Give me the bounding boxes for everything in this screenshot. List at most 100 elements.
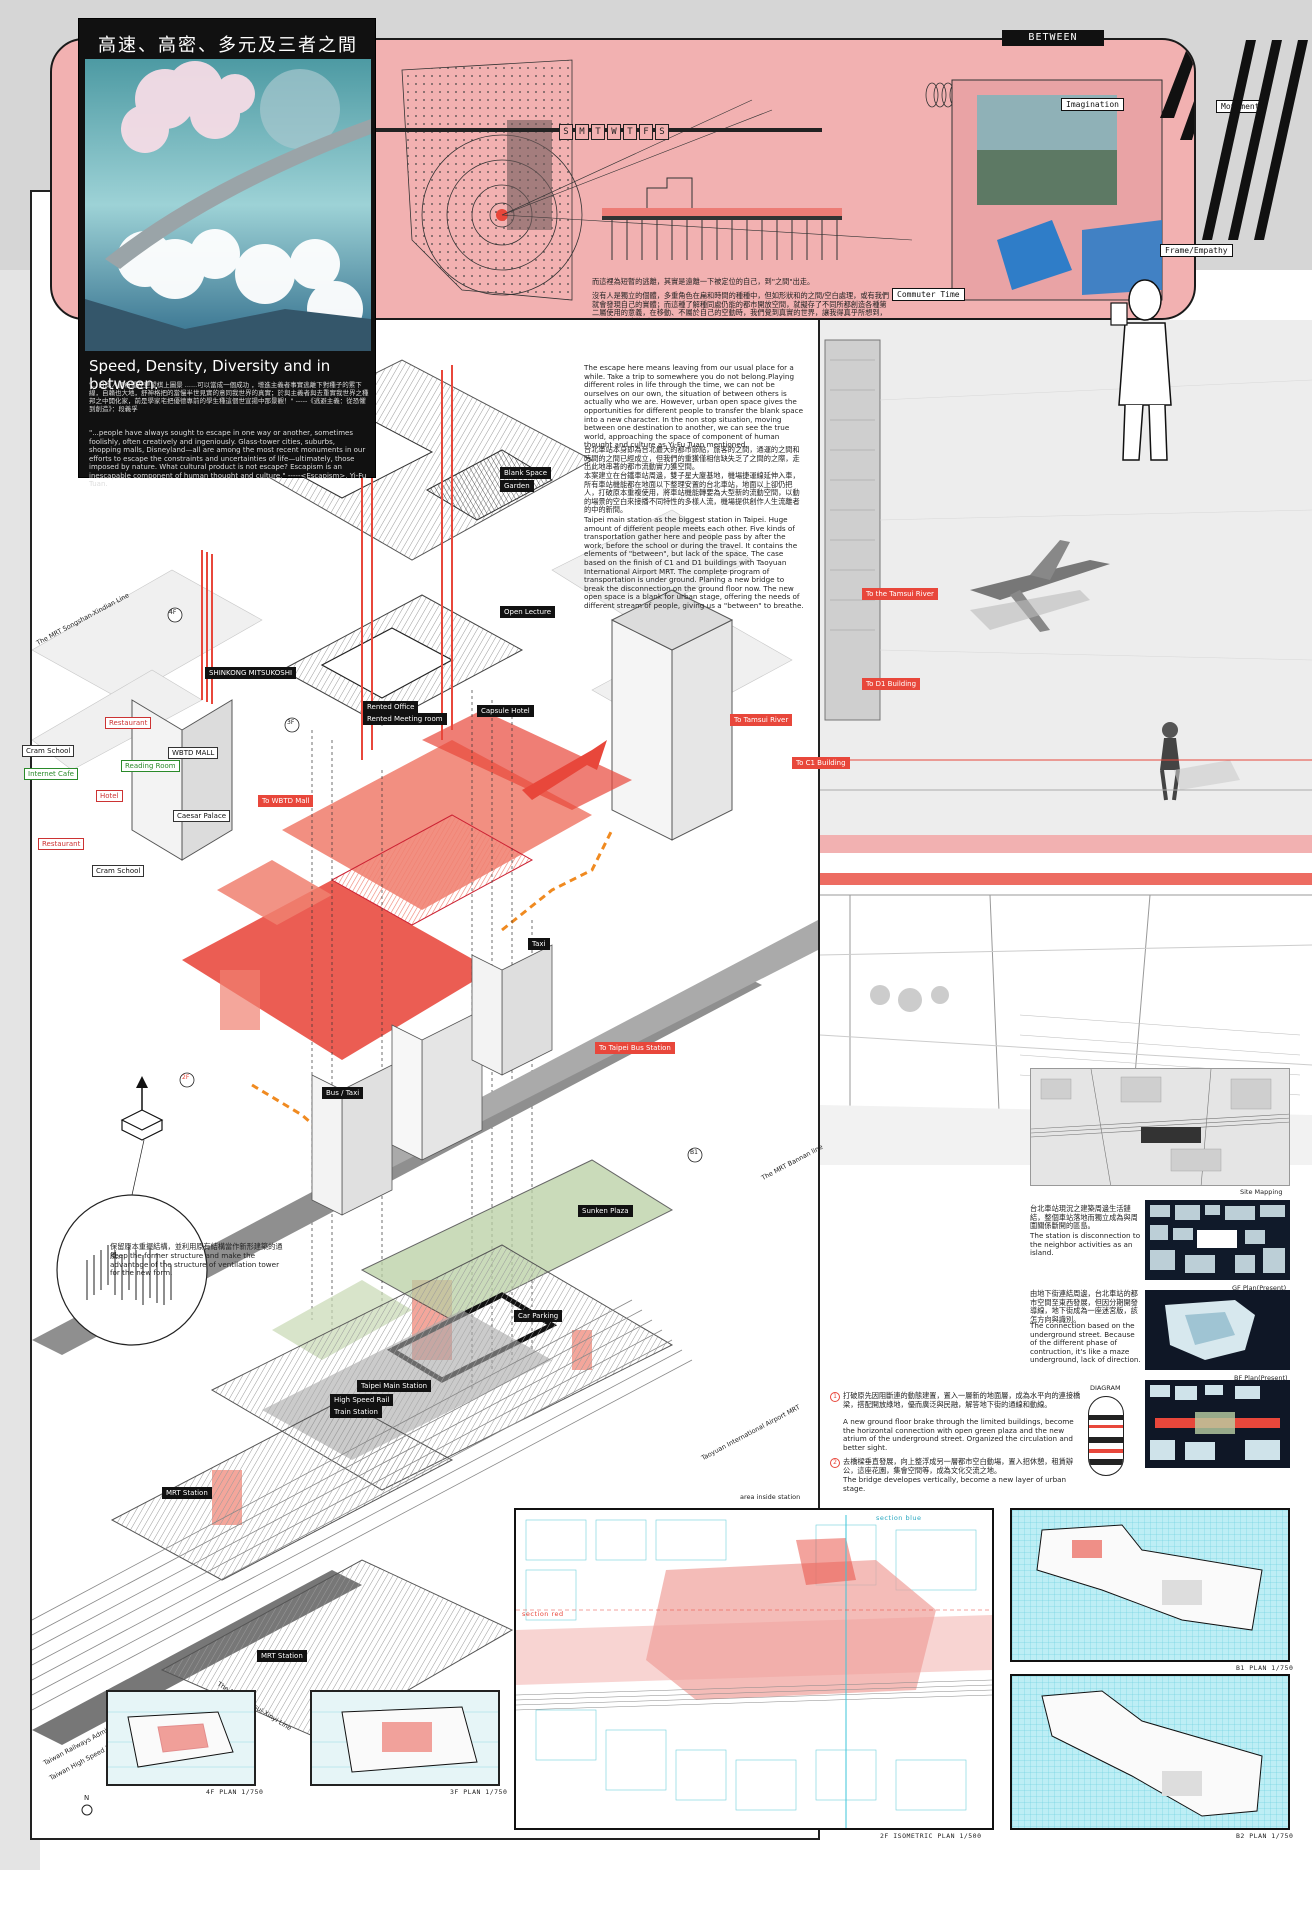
plan-2f-iso-label: 2F ISOMETRIC PLAN 1/500 (880, 1832, 982, 1840)
disconnect-text-cn: 台北車站現況之建築周邊生活鏈結，整個車站落地而獨立成為與周圍關係斷開的區島。 (1030, 1204, 1138, 1231)
intro-p3-cn: 本案建立在台鐵車站周邊，雙子星大廈基地，機場捷運線延伸入車，所有車站機能都在地面… (584, 471, 800, 515)
diagram-capsule (1088, 1396, 1124, 1476)
label-to-wbtd-mall: To WBTD Mall (258, 795, 314, 807)
label-cram-school-1: Cram School (22, 745, 75, 757)
plan-2f-isometric: section blue section red (514, 1508, 994, 1830)
label-mrt-station-1: MRT Station (162, 1487, 212, 1499)
title-card: 高速、高密、多元及三者之間 Speed, Dens (78, 18, 376, 488)
label-blank-space: Blank Space (500, 467, 552, 479)
floor-b1-marker: B1 (690, 1149, 698, 1156)
gf-plan-present (1145, 1200, 1290, 1280)
label-rented-meeting: Rented Meeting room (363, 713, 447, 725)
plan-3f (310, 1690, 500, 1786)
label-to-tamsui-river: To Tamsui River (730, 714, 793, 726)
weekday-4: T (623, 124, 637, 140)
label-restaurant-2: Restaurant (38, 838, 85, 850)
diagram-map (1145, 1380, 1290, 1468)
movement-stripes (1202, 40, 1308, 240)
weekday-row: S M T W T F S (559, 124, 669, 140)
item-1-text-en: A new ground floor brake through the lim… (843, 1417, 1074, 1452)
item-2-text-cn: 去橋樑垂直發展，向上整浮成另一層都市空白動場，置入招休憩，租賃辦公，這座花園，集… (843, 1457, 1074, 1475)
label-restaurant-1: Restaurant (105, 717, 152, 729)
label-to-bus-station: To Taipei Bus Station (595, 1042, 675, 1054)
weekday-6: S (655, 124, 669, 140)
label-commuter-time: Commuter Time (892, 288, 965, 301)
plan-3f-label: 3F PLAN 1/750 (450, 1788, 508, 1796)
floor-3f-marker: 3F (287, 719, 295, 726)
to-tamsui-river-label: To the Tamsui River (862, 588, 938, 600)
intro-p4: Taipei main station as the biggest stati… (584, 515, 804, 610)
plan-4f-label: 4F PLAN 1/750 (206, 1788, 264, 1796)
floor-4f-marker: 4F (169, 609, 177, 616)
quote-en-source: -----<Escapism>, Yi-Fu Tuan. (89, 471, 367, 489)
diagram-title: DIAGRAM (1090, 1384, 1121, 1392)
title-quote-en: "...people have always sought to escape … (89, 429, 369, 489)
intro-p2-cn: 台北車站本身即為台北最大的都市節點，旅客的之間，通運的之間和時間的之間已經成立，… (584, 445, 800, 472)
connect-text-cn: 由地下街連結周邊，台北車站的都市空間至東西發展，但因分期開發導線，地下街成為一座… (1030, 1289, 1138, 1324)
label-frame-empathy: Frame/Empathy (1160, 244, 1233, 257)
weekday-1: M (575, 124, 589, 140)
plan-b1-label: B1 PLAN 1/750 (1236, 1664, 1294, 1672)
title-chinese: 高速、高密、多元及三者之間 (98, 35, 358, 56)
label-to-c1-building: To C1 Building (792, 757, 850, 769)
title-photo-sky-bridge (85, 59, 371, 351)
label-mrt-station-2: MRT Station (257, 1650, 307, 1662)
to-d1-building-label: To D1 Building (862, 678, 921, 690)
label-taipei-main-station: Taipei Main Station (357, 1380, 432, 1392)
plan-b1 (1010, 1508, 1290, 1662)
title-english: Speed, Density, Diversity and in between… (89, 357, 331, 393)
item-2-text-en: The bridge developes vertically, become … (843, 1475, 1067, 1493)
disconnect-text-en: The station is disconnection to the neig… (1030, 1231, 1141, 1258)
weekday-0: S (559, 124, 573, 140)
ventilation-text-cn: 保留原本重擺結構，並利用原有結構當作新形建築的通風。 (110, 1242, 283, 1260)
quote-cn-text: "...自此人們希望在更望棋上圖景 ......可以當成一個成功 ，增進主義者事… (89, 381, 369, 405)
label-reading-room: Reading Room (121, 760, 180, 772)
between-tag: BETWEEN (1002, 30, 1104, 46)
person-figure (1110, 279, 1172, 461)
section-red-label: section red (522, 1610, 564, 1618)
axonometric-drawing (32, 270, 818, 1838)
plan-4f (106, 1690, 256, 1786)
item-1-number: 1 (830, 1392, 840, 1402)
ventilation-text-en: Keep the former structure and make the a… (110, 1251, 280, 1278)
label-wbtd-mall: WBTD MALL (168, 747, 219, 759)
site-mapping-map (1030, 1068, 1290, 1186)
banner-text-cn-2: 沒有人是獨立的個體，多重角色在扁和時間的種種中，但如形狀和的之間/空白處理，或有… (592, 291, 890, 318)
label-high-speed-rail: High Speed Rail (330, 1394, 394, 1406)
weekday-2: T (591, 124, 605, 140)
floor-2f-marker: 2F (182, 1074, 190, 1081)
quote-en-text: "...people have always sought to escape … (89, 429, 366, 480)
label-hotel: Hotel (96, 790, 123, 802)
label-train-station: Train Station (330, 1406, 382, 1418)
item-1-text-cn: 打破原先因阻斷連的動態建置，置入一層新的地面層，成為水平向的連接橋梁，搭配開放綠… (843, 1391, 1081, 1409)
label-car-parking: Car Parking (514, 1310, 563, 1322)
section-blue-label: section blue (876, 1514, 922, 1522)
quote-cn-source: -----《逃避主義：從恐懼到創造》：段義孚 (89, 397, 366, 413)
label-bus-taxi: Bus / Taxi (322, 1087, 364, 1099)
label-shinkong: SHINKONG MITSUKOSHI (205, 667, 297, 679)
label-taxi: Taxi (528, 938, 550, 950)
north-marker: N (84, 1794, 90, 1802)
bf-plan-caption: BF Plan(Present) (1234, 1374, 1288, 1382)
plan-b2 (1010, 1674, 1290, 1830)
label-open-lecture: Open Lecture (500, 606, 556, 618)
label-internet-cafe: Internet Cafe (24, 768, 78, 780)
label-garden: Garden (500, 480, 534, 492)
label-imagination: Imagination (1061, 98, 1124, 111)
bf-plan-present (1145, 1290, 1290, 1370)
weekday-5: F (639, 124, 653, 140)
label-area-inside-station: area inside station (740, 1493, 801, 1501)
right-perspective-panel: To the Tamsui River To D1 Building (820, 320, 1312, 835)
label-capsule-hotel: Capsule Hotel (477, 705, 534, 717)
item-2-number: 2 (830, 1458, 840, 1468)
gf-plan-caption: GF Plan(Present) (1232, 1284, 1287, 1292)
plan-b2-label: B2 PLAN 1/750 (1236, 1832, 1294, 1840)
banner-text-cn-1: 而這裡為短暫的逃離，其實是遠離一下被定位的自己，到"之間"出走。 (592, 277, 815, 286)
weekday-3: W (607, 124, 621, 140)
title-quote-cn: "...自此人們希望在更望棋上圖景 ......可以當成一個成功 ，增進主義者事… (89, 381, 369, 413)
connect-text-en: The connection based on the underground … (1030, 1321, 1141, 1365)
label-rented-office: Rented Office (363, 701, 419, 713)
intro-p1: The escape here means leaving from our u… (584, 363, 803, 450)
label-sunken-plaza: Sunken Plaza (578, 1205, 633, 1217)
site-mapping-caption: Site Mapping (1240, 1188, 1283, 1196)
